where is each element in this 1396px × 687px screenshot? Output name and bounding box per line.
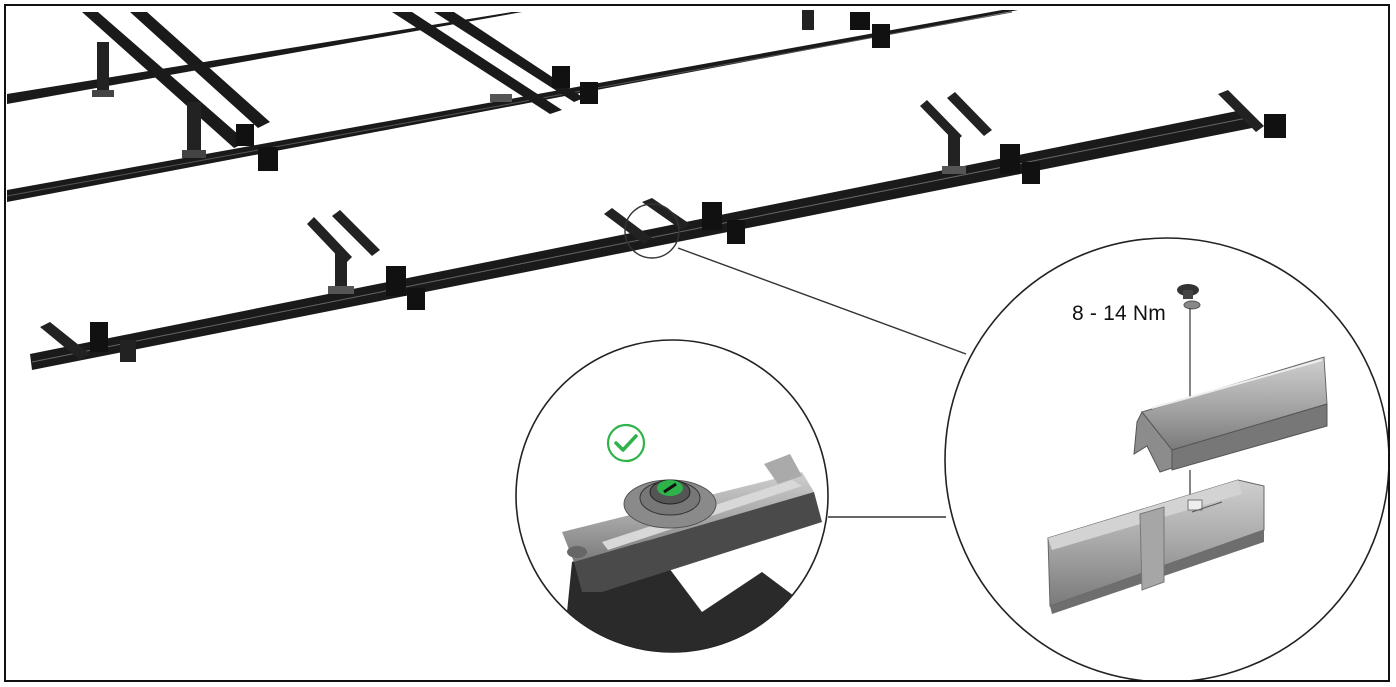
bolt-detail-inset [515, 339, 829, 653]
lower-rail-assembly [30, 90, 1286, 370]
leader-line-main [677, 247, 967, 355]
check-circle-icon [606, 423, 646, 463]
upper-rail-assembly [6, 10, 1018, 202]
detail-callout-marker [624, 203, 680, 259]
exploded-splice-inset [944, 237, 1388, 680]
torque-spec-label: 8 - 14 Nm [1072, 302, 1166, 325]
assembly-diagram [6, 10, 1388, 680]
figure-frame: 8 - 14 Nm [4, 4, 1390, 682]
